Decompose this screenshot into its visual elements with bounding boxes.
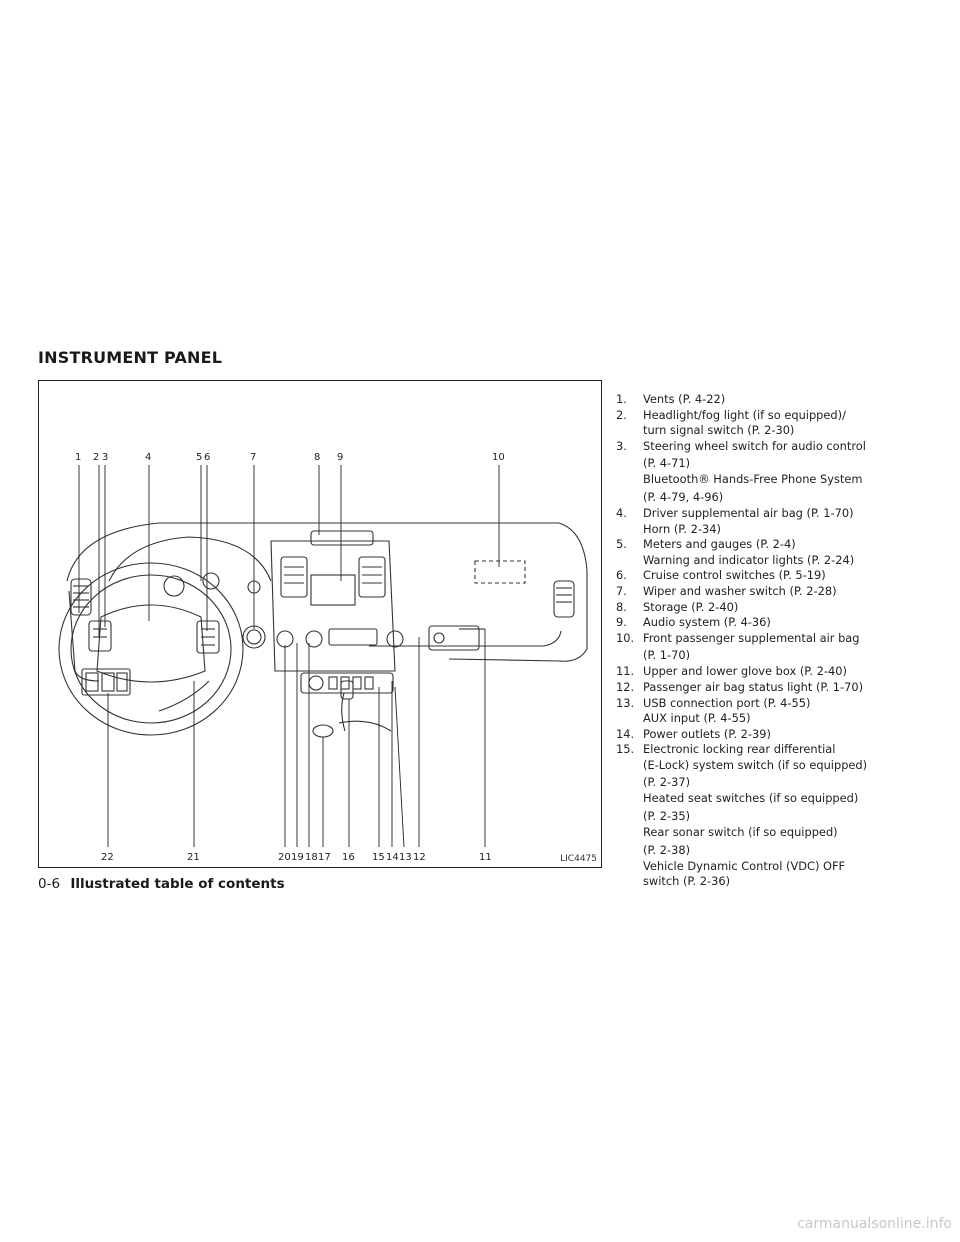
item-text: turn signal switch (P. 2-30)	[643, 423, 795, 438]
callout-15: 15	[372, 852, 385, 863]
item-text: Electronic locking rear differential	[643, 742, 836, 757]
callout-14: 14	[386, 852, 399, 863]
item-text: AUX input (P. 4-55)	[643, 711, 751, 726]
item-number: 8.	[616, 599, 627, 614]
item-text: Storage (P. 2-40)	[643, 599, 739, 614]
item-number: 4.	[616, 505, 627, 520]
callout-18: 18	[305, 852, 318, 863]
item-number: 6.	[616, 568, 627, 583]
list-item: 11. Upper and lower glove box (P. 2-40)	[616, 664, 906, 680]
list-item: 6. Cruise control switches (P. 5-19)	[616, 568, 906, 584]
callout-4: 4	[145, 452, 151, 463]
list-item: 10. Front passenger supplemental air bag (…	[616, 631, 906, 665]
page-footer: 0-6 Illustrated table of contents	[38, 876, 285, 892]
item-text: Passenger air bag status light (P. 1-70)	[643, 679, 864, 694]
item-text: Audio system (P. 4-36)	[643, 615, 771, 630]
page-number: 0-6	[38, 876, 61, 892]
callout-19: 19	[291, 852, 304, 863]
item-text: Horn (P. 2-34)	[643, 521, 721, 536]
footer-title: Illustrated table of contents	[70, 876, 285, 892]
list-item: 7. Wiper and washer switch (P. 2-28)	[616, 584, 906, 600]
item-number: 5.	[616, 537, 627, 552]
item-text: Driver supplemental air bag (P. 1-70)	[643, 505, 854, 520]
callout-12: 12	[413, 852, 426, 863]
item-number: 2.	[616, 407, 627, 422]
item-text: Wiper and washer switch (P. 2-28)	[643, 583, 837, 598]
callout-11: 11	[479, 852, 492, 863]
callout-2: 2	[93, 452, 99, 463]
callout-6: 6	[204, 452, 210, 463]
list-item: 15.Electronic locking rear differential(…	[616, 742, 906, 890]
item-text: Upper and lower glove box (P. 2-40)	[643, 664, 847, 679]
item-text: (P. 2-38)	[643, 842, 691, 857]
item-text: Heated seat switches (if so equipped)	[643, 791, 859, 806]
callout-17: 17	[318, 852, 331, 863]
callout-5: 5	[196, 452, 202, 463]
instrument-panel-illustration: 1 2 3 4 5 6 7 8 9 10 22 21 20 19 18 17 1…	[58, 452, 588, 863]
item-text: Power outlets (P. 2-39)	[643, 726, 771, 741]
item-text: (P. 4-71)	[643, 456, 691, 471]
item-number: 9.	[616, 615, 627, 630]
item-number: 3.	[616, 438, 627, 453]
callout-20: 20	[278, 852, 291, 863]
item-text: Vehicle Dynamic Control (VDC) OFF	[643, 858, 846, 873]
instrument-panel-figure: 1 2 3 4 5 6 7 8 9 10 22 21 20 19 18 17 1…	[38, 380, 602, 868]
list-item: 4. Driver supplemental air bag (P. 1-70)H…	[616, 506, 906, 537]
item-text: (P. 1-70)	[643, 648, 691, 663]
callout-1: 1	[75, 452, 81, 463]
callout-22: 22	[101, 852, 114, 863]
item-text: USB connection port (P. 4-55)	[643, 695, 811, 710]
item-text: (E-Lock) system switch (if so equipped)	[643, 757, 868, 772]
list-item: 3. Steering wheel switch for audio contro…	[616, 439, 906, 506]
item-number: 10.	[616, 630, 635, 645]
item-text: Rear sonar switch (if so equipped)	[643, 825, 838, 840]
item-number: 14.	[616, 726, 635, 741]
item-text: Warning and indicator lights (P. 2-24)	[643, 552, 855, 567]
list-item: 13. USB connection port (P. 4-55)AUX inpu…	[616, 696, 906, 727]
list-item: 12. Passenger air bag status light (P. 1-…	[616, 680, 906, 696]
item-number: 7.	[616, 583, 627, 598]
item-text: (P. 2-35)	[643, 809, 691, 824]
list-item: 9. Audio system (P. 4-36)	[616, 615, 906, 631]
item-text: Meters and gauges (P. 2-4)	[643, 537, 796, 552]
item-text: switch (P. 2-36)	[643, 874, 731, 889]
item-text: Front passenger supplemental air bag	[643, 630, 860, 645]
callout-10: 10	[492, 452, 505, 463]
item-number: 11.	[616, 664, 635, 679]
callout-9: 9	[337, 452, 343, 463]
item-text: (P. 2-37)	[643, 775, 691, 790]
list-item: 14. Power outlets (P. 2-39)	[616, 727, 906, 743]
callout-13: 13	[399, 852, 412, 863]
section-title: INSTRUMENT PANEL	[38, 348, 223, 367]
callout-8: 8	[314, 452, 320, 463]
figure-code: LIC4475	[560, 854, 597, 864]
item-text: Headlight/fog light (if so equipped)/	[643, 407, 846, 422]
item-text: Steering wheel switch for audio control	[643, 438, 866, 453]
item-text: Vents (P. 4-22)	[643, 392, 726, 406]
item-number: 12.	[616, 679, 635, 694]
callout-list: 1. Vents (P. 4-22) 2. Headlight/fog light (…	[616, 392, 906, 890]
list-item: 1. Vents (P. 4-22)	[616, 392, 906, 408]
callout-16: 16	[342, 852, 355, 863]
item-text: Cruise control switches (P. 5-19)	[643, 568, 826, 583]
item-number: 13.	[616, 695, 635, 710]
callout-3: 3	[102, 452, 108, 463]
item-number: 1.	[616, 392, 627, 406]
item-text: Bluetooth® Hands-Free Phone System	[643, 472, 863, 487]
callout-7: 7	[250, 452, 256, 463]
list-item: 8. Storage (P. 2-40)	[616, 600, 906, 616]
list-item: 2. Headlight/fog light (if so equipped)/t…	[616, 408, 906, 439]
list-item: 5. Meters and gauges (P. 2-4)Warning and …	[616, 537, 906, 568]
item-text: (P. 4-79, 4-96)	[643, 489, 724, 504]
watermark: carmanualsonline.info	[797, 1216, 952, 1232]
callout-21: 21	[187, 852, 200, 863]
item-number: 15.	[616, 742, 635, 757]
